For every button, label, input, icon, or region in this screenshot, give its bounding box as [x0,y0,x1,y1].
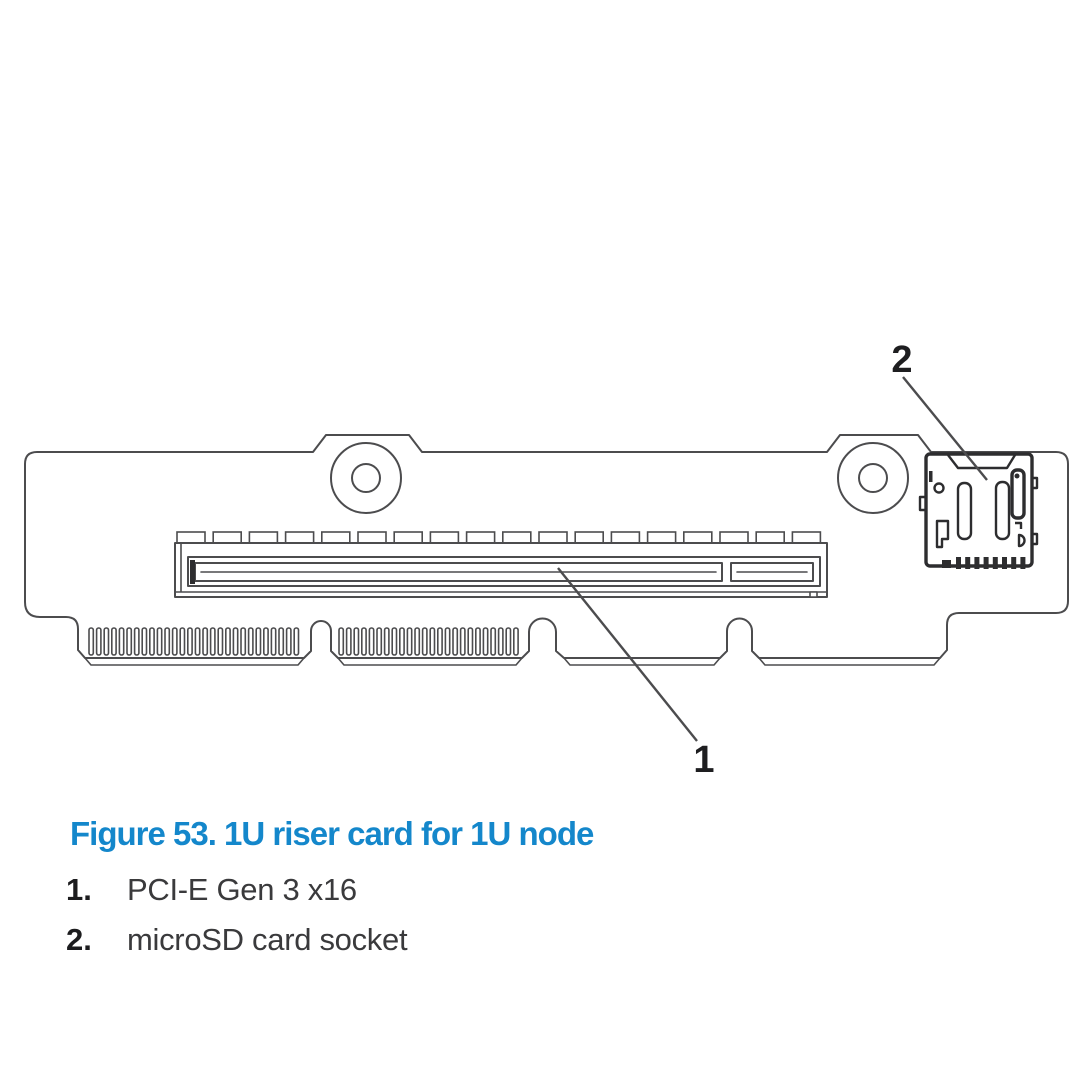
decorative-shape [118,627,125,656]
decorative-shape [103,627,110,656]
pcie-slot-teeth [176,531,822,545]
decorative-shape [505,627,512,656]
decorative-shape [187,627,193,656]
decorative-shape [467,627,474,656]
callout-2-number: 2 [891,339,912,381]
decorative-shape [262,627,269,656]
decorative-shape [171,627,178,656]
decorative-shape [194,627,201,656]
decorative-shape [95,627,102,656]
decorative-shape [383,627,390,656]
legend-item-label: PCI-E Gen 3 x16 [127,872,357,907]
decorative-shape [436,627,443,656]
decorative-shape [1002,557,1007,569]
microsd-socket-pins [956,557,1026,569]
decorative-shape [240,627,247,656]
decorative-shape [368,627,375,656]
decorative-shape [88,627,95,656]
decorative-shape [338,627,345,656]
callout-1-number: 1 [693,739,714,781]
callout-2-leader-line [902,376,988,481]
decorative-shape [360,627,367,656]
decorative-shape [474,627,481,656]
decorative-shape [149,627,155,656]
legend-item: 1. PCI-E Gen 3 x16 [66,872,407,922]
decorative-shape [391,627,398,656]
callout-1-leader-line [557,567,698,742]
decorative-shape [247,627,254,656]
decorative-shape [141,627,148,656]
decorative-shape [1011,557,1017,569]
decorative-shape [992,557,998,569]
legend-item-label: microSD card socket [127,922,408,957]
decorative-shape [414,627,421,656]
edge-chamfer-strips [84,657,941,666]
decorative-shape [126,627,133,656]
decorative-shape [429,627,436,656]
mounting-hole-left [330,442,402,514]
decorative-shape [255,627,262,656]
legend-item-number: 1. [66,872,92,907]
microsd-socket [918,452,1039,569]
decorative-shape [285,627,292,656]
decorative-shape [490,627,497,656]
decorative-shape [133,627,140,656]
decorative-shape [232,627,239,656]
decorative-shape [202,627,209,656]
decorative-shape [376,627,383,656]
decorative-shape [217,627,224,656]
decorative-shape [512,627,519,656]
decorative-shape [398,627,405,656]
decorative-shape [459,627,466,656]
figure-caption: Figure 53. 1U riser card for 1U node [70,815,594,852]
legend-item: 2. microSD card socket [66,922,408,972]
decorative-shape [444,627,451,656]
decorative-shape [482,627,489,656]
decorative-shape [956,557,961,569]
decorative-shape [406,627,413,656]
decorative-shape [156,627,163,656]
decorative-shape [452,627,459,656]
decorative-shape [421,627,428,656]
decorative-shape [111,627,117,656]
pcie-slot-connector [174,531,828,598]
decorative-shape [209,627,216,656]
edge-connector-fingers-right [338,627,519,656]
decorative-shape [974,557,980,569]
decorative-shape [293,627,300,656]
decorative-shape [278,627,285,656]
decorative-shape [965,557,971,569]
decorative-shape [497,627,504,656]
decorative-shape [1020,557,1026,569]
decorative-shape [345,627,352,656]
legend-item-number: 2. [66,922,92,957]
decorative-shape [983,557,989,569]
decorative-shape [270,627,277,656]
edge-connector-fingers-left [88,627,300,656]
mounting-hole-right [837,442,909,514]
decorative-shape [225,627,231,656]
decorative-shape [164,627,171,656]
figure-legend: 1. PCI-E Gen 3 x16 2. microSD card socke… [66,872,408,972]
decorative-shape [179,627,186,656]
decorative-shape [353,627,360,656]
